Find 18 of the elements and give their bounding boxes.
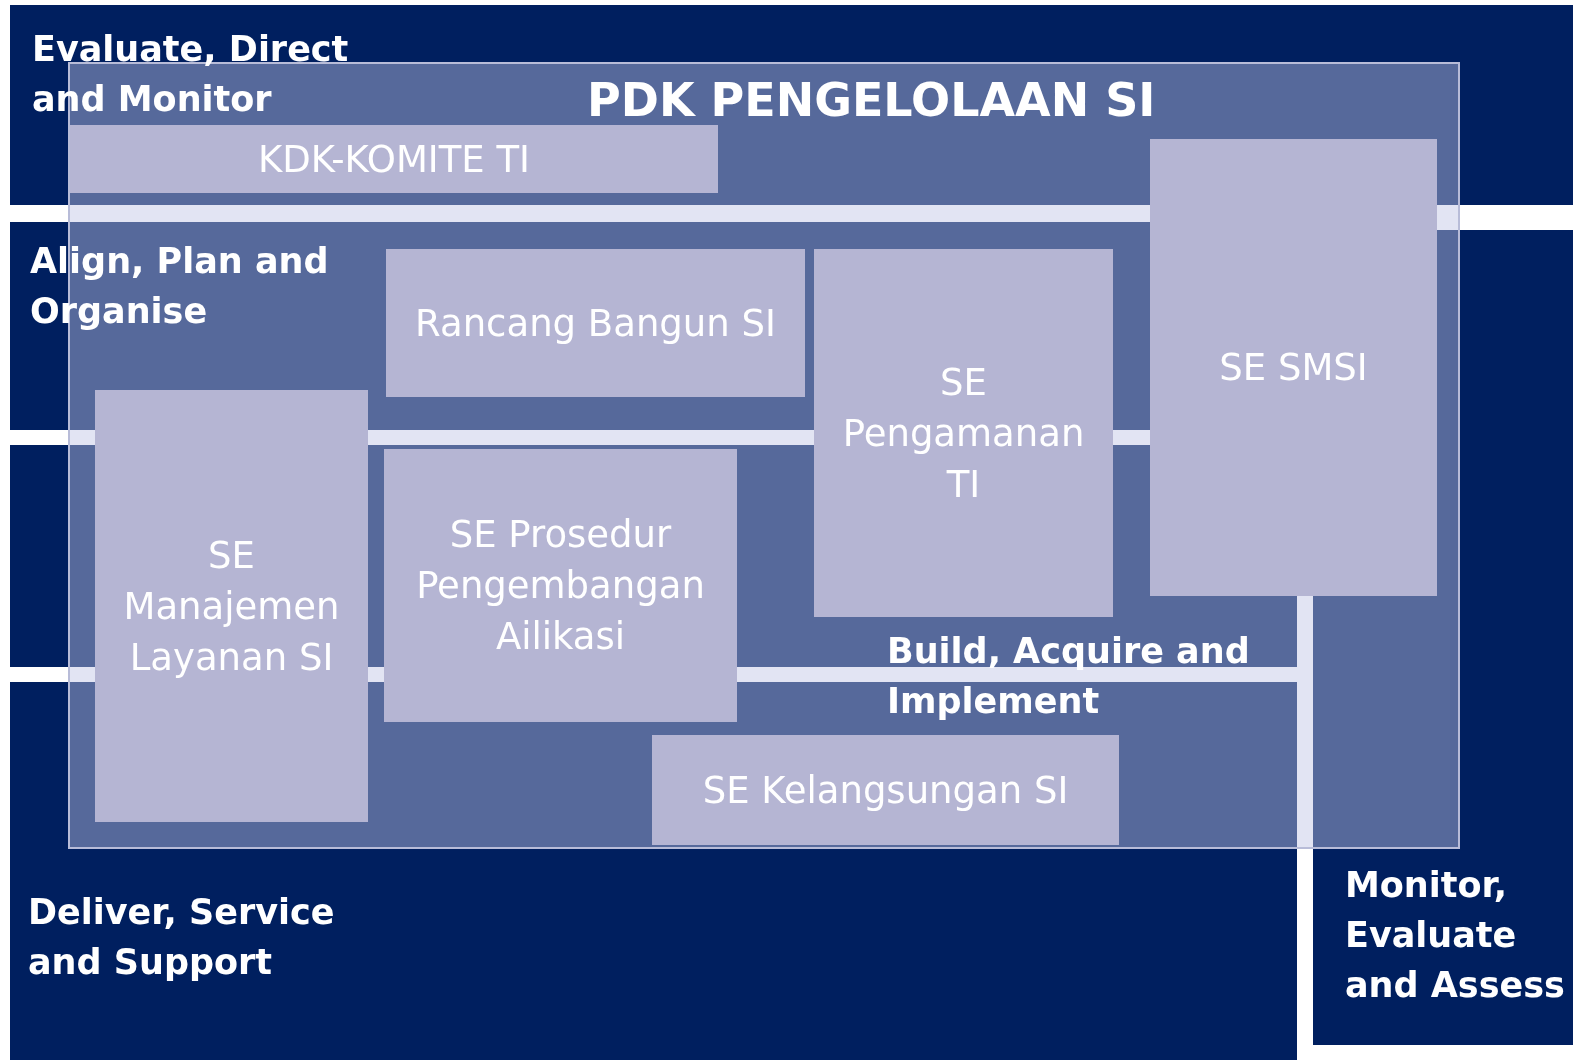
process-box: [70, 125, 718, 193]
group-title: PDK PENGELOLAAN SI: [587, 72, 1156, 128]
box-label: SE Kelangsungan SI: [701, 767, 1070, 814]
box-label: SE SMSI: [1218, 345, 1369, 391]
box-label: SE Manajemen Layanan SI: [122, 532, 341, 681]
box-label: KDK-KOMITE TI: [257, 136, 531, 183]
band-label: Build, Acquire and Implement: [887, 626, 1297, 726]
process-box: [95, 390, 368, 822]
band-label: Monitor, Evaluate and Assess: [1345, 860, 1571, 1010]
box-label: SE Prosedur Pengembangan Ailikasi: [415, 512, 706, 660]
process-box: [814, 249, 1113, 617]
process-box: [652, 735, 1119, 845]
band-label: Deliver, Service and Support: [28, 887, 388, 987]
process-box: [1150, 139, 1437, 596]
box-label: SE Pengamanan TI: [841, 359, 1086, 508]
process-box: [384, 449, 737, 722]
process-box: [386, 249, 805, 397]
box-label: Rancang Bangun SI: [414, 300, 777, 347]
